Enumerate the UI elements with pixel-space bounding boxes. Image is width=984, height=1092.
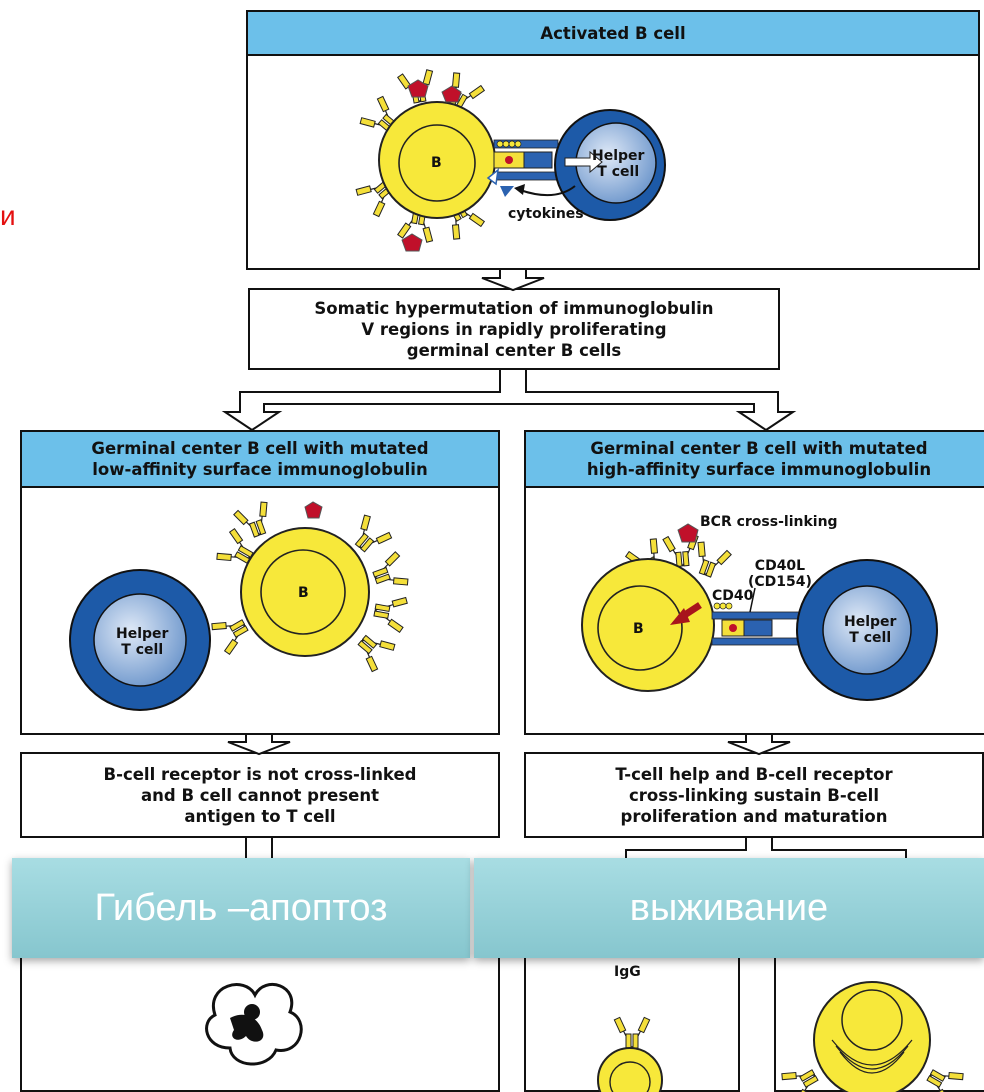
high-affinity-outcome: T-cell help and B-cell receptor cross-li… bbox=[524, 752, 984, 838]
cd40-label: CD40 bbox=[712, 588, 754, 604]
connector-right-bottom bbox=[625, 838, 907, 860]
top-helper-t-cell bbox=[486, 109, 666, 221]
survival-banner: выживание bbox=[474, 858, 984, 958]
right-b-label: B bbox=[633, 621, 644, 637]
connector-left-bottom bbox=[245, 838, 273, 860]
low-affinity-title: Germinal center B cell with mutated low-… bbox=[20, 430, 500, 488]
high-affinity-title: Germinal center B cell with mutated high… bbox=[524, 430, 984, 488]
left-b-label: B bbox=[298, 585, 309, 601]
plasma-cell bbox=[597, 1016, 663, 1092]
cytokines-label: cytokines bbox=[508, 206, 584, 222]
activated-b-cell-title: Activated B cell bbox=[246, 10, 980, 56]
side-mark: и bbox=[0, 200, 16, 231]
left-helper-label: Helper T cell bbox=[116, 626, 169, 658]
left-b-cell bbox=[209, 499, 411, 674]
igg-label: IgG bbox=[614, 964, 641, 980]
right-helper-t-cell bbox=[796, 559, 938, 701]
arrow-top-to-step1 bbox=[481, 270, 545, 292]
arrow-left-outcome bbox=[227, 735, 291, 756]
top-synapse bbox=[493, 139, 559, 181]
right-synapse bbox=[711, 587, 803, 646]
top-helper-label: Helper T cell bbox=[592, 148, 645, 180]
top-b-cell bbox=[353, 68, 496, 252]
apoptosis-banner: Гибель –апоптоз bbox=[12, 858, 470, 958]
arrow-right-outcome bbox=[727, 735, 791, 756]
memory-cell bbox=[779, 981, 966, 1092]
arrow-split bbox=[221, 370, 797, 432]
cd40l-label: CD40L (CD154) bbox=[748, 558, 812, 590]
right-helper-label: Helper T cell bbox=[844, 614, 897, 646]
apoptotic-cell bbox=[205, 983, 303, 1066]
left-helper-t-cell bbox=[69, 569, 211, 711]
somatic-hypermutation-box: Somatic hypermutation of immunoglobulin … bbox=[248, 288, 780, 370]
bcr-cross-linking-label: BCR cross-linking bbox=[700, 514, 838, 530]
right-b-cell bbox=[581, 523, 733, 692]
top-b-label: B bbox=[431, 155, 442, 171]
